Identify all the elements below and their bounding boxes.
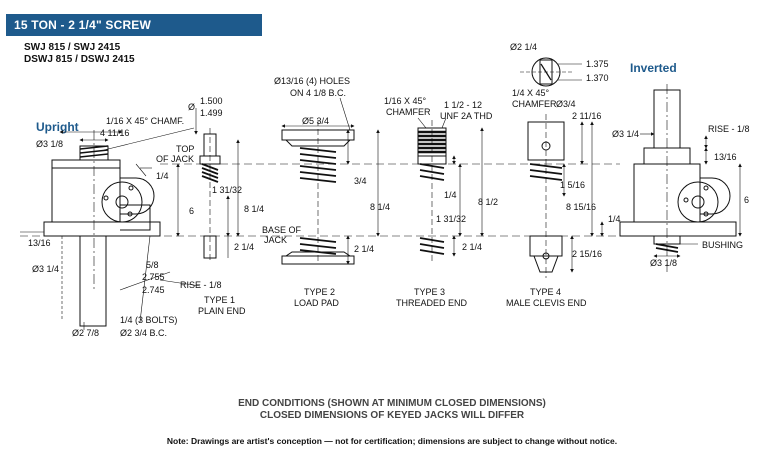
- chamfer4-2: CHAMFER: [512, 99, 557, 109]
- dia-1499: 1.499: [200, 108, 223, 118]
- dim-1-31-32-a: 1 31/32: [212, 185, 242, 195]
- type2-b: LOAD PAD: [294, 298, 339, 308]
- dia-3-1-8-bottom: Ø3 1/8: [650, 258, 677, 268]
- dim-5-8: 5/8: [146, 260, 159, 270]
- upright-jack: [43, 130, 161, 327]
- inverted-label: Inverted: [630, 61, 677, 75]
- type1-b: PLAIN END: [198, 306, 246, 316]
- dim-6-right: 6: [744, 195, 749, 205]
- dia-1500: 1.500: [200, 96, 223, 106]
- top-of-jack-2: OF JACK: [156, 154, 194, 164]
- dim-1-4-right: 1/4: [608, 214, 621, 224]
- upright-protection-tube: [79, 235, 107, 327]
- dia-2-1-4: Ø2 1/4: [510, 42, 537, 52]
- dim-2-1-4-a: 2 1/4: [234, 242, 254, 252]
- type3-threaded-end: [417, 120, 447, 262]
- chamfer3-2: CHAMFER: [386, 107, 431, 117]
- caption-line-2: CLOSED DIMENSIONS OF KEYED JACKS WILL DI…: [259, 410, 525, 421]
- model-numbers: SWJ 815 / SWJ 2415 DSWJ 815 / DSWJ 2415: [24, 42, 135, 66]
- title-bar: 15 TON - 2 1/4" SCREW: [6, 14, 262, 36]
- dia-3-4: Ø3/4: [556, 99, 576, 109]
- dim-2-11-16: 2 11/16: [572, 111, 601, 121]
- type2-a: TYPE 2: [304, 287, 335, 297]
- dia-2-3-4-bc: Ø2 3/4 B.C.: [120, 328, 167, 338]
- dim-2755: 2.755: [142, 272, 165, 282]
- model-line-1: SWJ 815 / SWJ 2415: [24, 42, 121, 53]
- type4-a: TYPE 4: [530, 287, 561, 297]
- thd-1: 1 1/2 - 12: [444, 100, 482, 110]
- dim-13-16-right: 13/16: [714, 152, 737, 162]
- base-of-jack-2: JACK: [264, 235, 287, 245]
- dim-6-left: 6: [189, 206, 194, 216]
- thd-2: UNF 2A THD: [440, 111, 493, 121]
- type1-plain-end: [199, 128, 221, 262]
- dim-8-1-4-a: 8 1/4: [244, 204, 264, 214]
- holes-2: ON 4 1/8 B.C.: [290, 88, 346, 98]
- dim-13-16-left: 13/16: [28, 238, 51, 248]
- inverted-worm-circle: [677, 181, 719, 223]
- dim-8-1-2: 8 1/2: [478, 197, 498, 207]
- dia-3-1-4-left: Ø3 1/4: [32, 264, 59, 274]
- dim-1-4-a: 1/4: [156, 171, 169, 181]
- page-title: 15 TON - 2 1/4" SCREW: [14, 18, 152, 32]
- dim-8-15-16: 8 15/16: [566, 202, 596, 212]
- end-conditions-caption: END CONDITIONS (SHOWN AT MINIMUM CLOSED …: [0, 398, 784, 422]
- type3-a: TYPE 3: [414, 287, 445, 297]
- dim-3-4: 3/4: [354, 176, 367, 186]
- dia-3-1-8-top: Ø3 1/8: [36, 139, 63, 149]
- bolts: 1/4 (3 BOLTS): [120, 315, 177, 325]
- type2-load-pad: [281, 120, 355, 265]
- dia-2-7-8: Ø2 7/8: [72, 328, 99, 338]
- type3-b: THREADED END: [396, 298, 468, 308]
- dim-2-1-4-c: 2 1/4: [462, 242, 482, 252]
- inverted-jack: [619, 84, 737, 272]
- bushing: BUSHING: [702, 240, 743, 250]
- dim-1-31-32-b: 1 31/32: [436, 214, 466, 224]
- dim-2745: 2.745: [142, 285, 165, 295]
- dim-2-15-16: 2 15/16: [572, 249, 602, 259]
- dim-1370: 1.370: [586, 73, 609, 83]
- dim-2-1-4-b: 2 1/4: [354, 244, 374, 254]
- rise-1-8-right: RISE - 1/8: [708, 124, 750, 134]
- dia-3-1-4-right: Ø3 1/4: [612, 129, 639, 139]
- dim-8-1-4-b: 8 1/4: [370, 202, 390, 212]
- chamf-1-16: 1/16 X 45° CHAMF.: [106, 116, 184, 126]
- dia-5-3-4: Ø5 3/4: [302, 116, 329, 126]
- dim-1-5-16: 1 5/16: [560, 180, 585, 190]
- rise-1-8-left: RISE - 1/8: [180, 280, 222, 290]
- type1-a: TYPE 1: [204, 295, 235, 305]
- type4-clevis-end: [520, 57, 574, 278]
- dim-1-4-b: 1/4: [444, 190, 457, 200]
- dia-sym: Ø: [188, 102, 195, 112]
- dim-4-11-16: 4 11/16: [100, 128, 129, 138]
- chamfer3-1: 1/16 X 45°: [384, 96, 427, 106]
- top-of-jack-1: TOP: [176, 144, 194, 154]
- type4-b: MALE CLEVIS END: [506, 298, 587, 308]
- model-line-2: DSWJ 815 / DSWJ 2415: [24, 54, 135, 65]
- caption-line-1: END CONDITIONS (SHOWN AT MINIMUM CLOSED …: [238, 398, 546, 409]
- base-of-jack-1: BASE OF: [262, 225, 302, 235]
- chamfer4-1: 1/4 X 45°: [512, 88, 550, 98]
- upright-worm-circle: [101, 181, 143, 223]
- disclaimer-note: Note: Drawings are artist's conception —…: [166, 436, 618, 446]
- holes-1: Ø13/16 (4) HOLES: [274, 76, 350, 86]
- dim-1375: 1.375: [586, 59, 609, 69]
